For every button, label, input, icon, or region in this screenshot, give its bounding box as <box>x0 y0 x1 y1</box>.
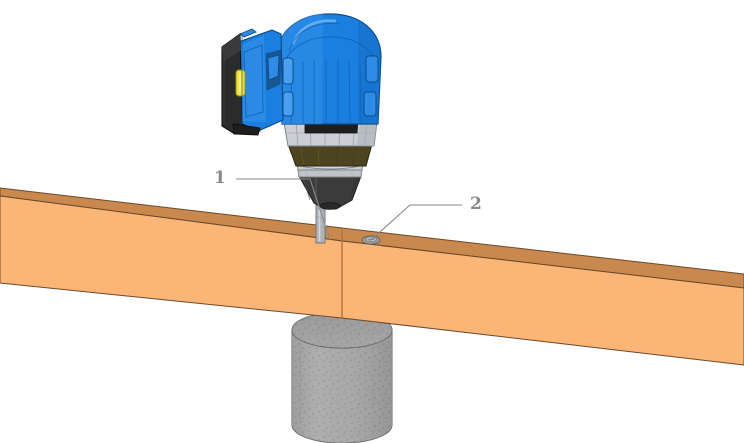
vent-tab-right-lower <box>363 91 377 117</box>
handle-top-tab <box>239 28 257 38</box>
cordless-drill <box>221 13 382 244</box>
vent-tab-left-upper <box>282 57 294 85</box>
callout-label-2: 2 <box>470 194 482 214</box>
wood-beam-left <box>0 187 343 319</box>
callout-label-1: 1 <box>214 168 226 188</box>
leader-line-2 <box>370 204 462 241</box>
drill-handle <box>232 28 284 132</box>
battery-foot <box>232 123 261 136</box>
drill-chuck <box>298 175 362 210</box>
vent-tab-right-upper <box>365 55 379 83</box>
gear-band <box>287 143 373 167</box>
callout-leaders <box>236 178 462 241</box>
concrete-pier <box>291 311 393 443</box>
trigger <box>267 54 280 81</box>
battery-pack <box>221 32 262 136</box>
clutch-collar <box>283 119 378 147</box>
motor-housing <box>276 13 382 125</box>
wood-beam-right <box>341 227 744 366</box>
vent-tab-left-lower <box>282 91 294 117</box>
leader-line-1 <box>236 178 331 241</box>
